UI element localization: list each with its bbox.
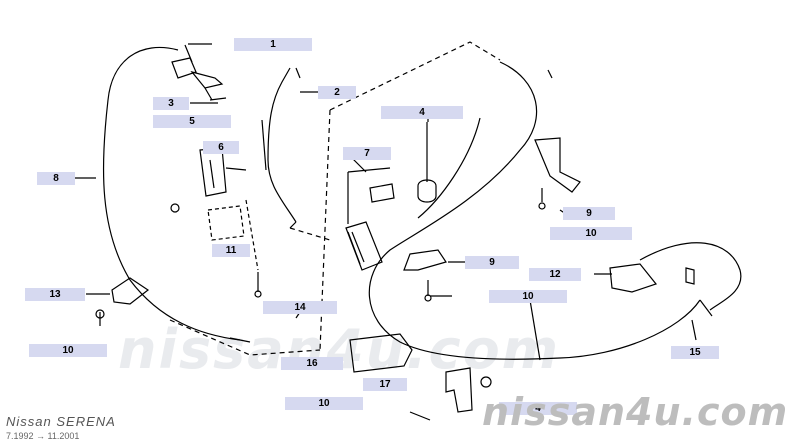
cable-end <box>639 242 742 311</box>
callout-9-mid: 9 <box>465 256 519 269</box>
bracket-12 <box>609 263 658 293</box>
watermark-small: nissan4u.com <box>482 390 789 434</box>
callout-12: 12 <box>529 268 581 281</box>
callout-5: 5 <box>153 115 231 128</box>
bracket-17 <box>445 367 473 413</box>
callout-2: 2 <box>318 86 356 99</box>
callout-9-right: 9 <box>563 207 615 220</box>
cable-left-end <box>229 337 251 343</box>
callout-4-top: 4 <box>381 106 463 119</box>
callout-10-mid: 10 <box>489 290 567 303</box>
callout-14: 14 <box>263 301 337 314</box>
pedal-pad <box>345 221 383 271</box>
callout-1: 1 <box>234 38 312 51</box>
callout-11: 11 <box>212 244 250 257</box>
callout-6: 6 <box>203 141 239 154</box>
bracket-top <box>171 57 197 79</box>
callout-10-left: 10 <box>29 344 107 357</box>
callout-10-right: 10 <box>550 227 632 240</box>
callout-3: 3 <box>153 97 189 110</box>
watermark-large: nissan4u.com <box>118 318 561 381</box>
cable-right <box>368 61 701 360</box>
callout-16: 16 <box>281 357 343 370</box>
callout-10-bottom: 10 <box>285 397 363 410</box>
cable-left <box>102 46 241 341</box>
callout-15: 15 <box>671 346 719 359</box>
grommet <box>417 179 437 203</box>
pedal-arm <box>267 67 297 223</box>
callout-17: 17 <box>363 378 407 391</box>
protector-16 <box>349 333 413 373</box>
bracket-right <box>534 137 581 193</box>
callout-7: 7 <box>343 147 391 160</box>
callout-4-bottom: 4 <box>499 402 577 415</box>
footer-years: 7.1992 → 11.2001 <box>6 431 80 441</box>
bracket-13 <box>111 277 150 305</box>
callout-8: 8 <box>37 172 75 185</box>
callout-13: 13 <box>25 288 85 301</box>
pedal-bracket <box>199 147 227 197</box>
footer-model: Nissan SERENA <box>6 414 116 429</box>
bracket-mid <box>403 249 447 271</box>
